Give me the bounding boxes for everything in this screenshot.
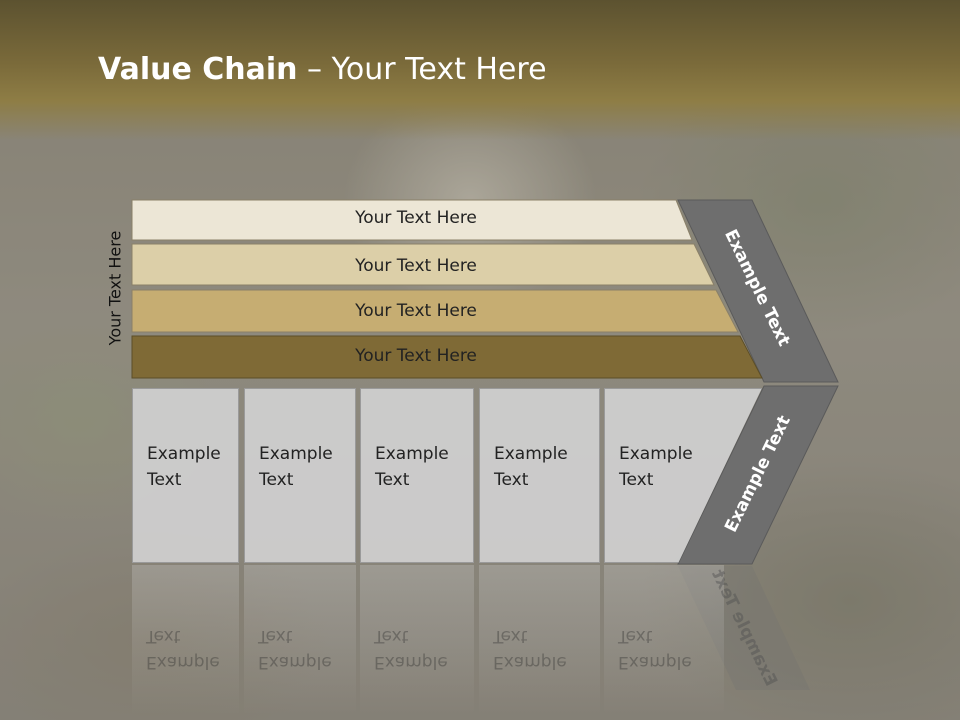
title-bold: Value Chain [98, 52, 298, 87]
box-1-line1: Example [147, 444, 221, 464]
box-4-reflection: Example Text [479, 565, 600, 715]
box-2-reflection: Example Text [244, 565, 356, 715]
box-3-reflection-line2: Text [374, 626, 409, 646]
stripe-2 [131, 243, 715, 286]
title-rest: – Your Text Here [297, 52, 547, 87]
slide-title: Value Chain – Your Text Here [98, 52, 547, 87]
box-1-line2: Text [147, 470, 182, 490]
stripe-1 [131, 199, 693, 241]
chevron-reflection [678, 566, 810, 690]
stripe-3-label: Your Text Here [355, 301, 477, 321]
box-3-line2: Text [375, 470, 410, 490]
stripe-3 [131, 289, 739, 333]
box-5-reflection: Example Text [604, 565, 724, 715]
chevron-upper-arm [677, 199, 839, 383]
box-2-line2: Text [259, 470, 294, 490]
stripe-2-label: Your Text Here [355, 256, 477, 276]
box-4-reflection-line1: Example [493, 652, 567, 672]
box-1-reflection-line2: Text [146, 626, 181, 646]
box-3-reflection: Example Text [360, 565, 474, 715]
box-2-line1: Example [259, 444, 333, 464]
box-5-line2: Text [619, 470, 654, 490]
box-5-reflection-text: Example Text [618, 623, 692, 675]
box-1-reflection-text: Example Text [146, 623, 220, 675]
stripe-1-label: Your Text Here [355, 208, 477, 228]
box-4-line2: Text [494, 470, 529, 490]
box-3-line1: Example [375, 444, 449, 464]
box-3-reflection-line1: Example [374, 652, 448, 672]
box-5-reflection-line1: Example [618, 652, 692, 672]
stripe-4-label: Your Text Here [355, 346, 477, 366]
box-4-reflection-line2: Text [493, 626, 528, 646]
box-5-reflection-line2: Text [618, 626, 653, 646]
stripe-4 [131, 335, 763, 379]
box-3-reflection-text: Example Text [374, 623, 448, 675]
box-1-reflection-line1: Example [146, 652, 220, 672]
box-5-line1: Example [619, 444, 693, 464]
box-2-reflection-line2: Text [258, 626, 293, 646]
box-4-reflection-text: Example Text [493, 623, 567, 675]
title-bar [0, 0, 960, 140]
box-4-line1: Example [494, 444, 568, 464]
box-2-reflection-line1: Example [258, 652, 332, 672]
box-1-reflection: Example Text [132, 565, 239, 715]
box-2-reflection-text: Example Text [258, 623, 332, 675]
chevron-lower-arm [677, 385, 839, 565]
